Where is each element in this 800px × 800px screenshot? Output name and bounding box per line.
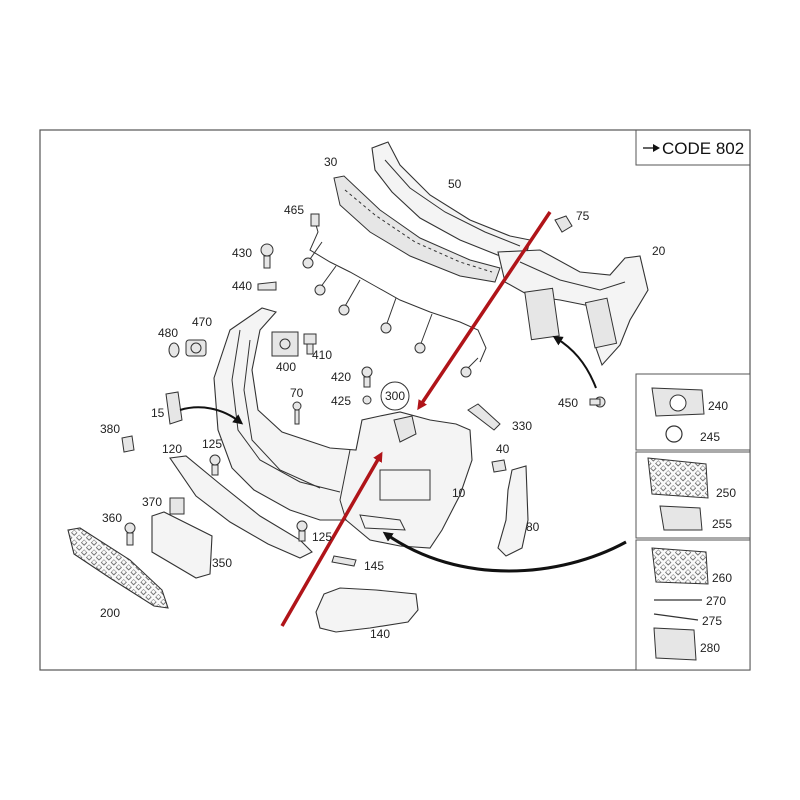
trim-strip-275	[653, 613, 699, 621]
label-410: 410	[312, 348, 332, 362]
label-330: 330	[512, 419, 532, 433]
sensor-bezel-240	[651, 387, 705, 417]
sensor-holder-400	[271, 331, 299, 357]
clip-440	[257, 281, 277, 291]
washer-425	[362, 395, 372, 405]
label-40: 40	[496, 442, 510, 456]
grille-200	[67, 527, 169, 609]
label-10: 10	[452, 486, 466, 500]
label-200: 200	[100, 606, 120, 620]
sensor-ring-245	[665, 425, 683, 443]
bolt-410	[303, 333, 317, 355]
underbody-panel-140	[315, 587, 419, 633]
bolt-360	[124, 522, 136, 546]
side-bracket-80	[497, 465, 529, 557]
label-440: 440	[232, 279, 252, 293]
label-125-lower: 125	[312, 530, 332, 544]
label-280: 280	[700, 641, 720, 655]
label-140: 140	[370, 627, 390, 641]
license-plate-holder-350	[151, 511, 213, 579]
clip-40	[491, 459, 507, 473]
highlight-arrow-down[interactable]	[417, 211, 552, 411]
label-255: 255	[712, 517, 732, 531]
bolt-125-lower	[296, 520, 308, 542]
impact-absorber-strip	[333, 175, 501, 283]
wiring-harness	[302, 213, 487, 378]
label-245: 245	[700, 430, 720, 444]
label-240: 240	[708, 399, 728, 413]
sensor-ring-480	[168, 342, 180, 358]
code-label: CODE 802	[662, 139, 744, 158]
label-250: 250	[716, 486, 736, 500]
label-260: 260	[712, 571, 732, 585]
nut-370	[169, 497, 185, 515]
label-125-upper: 125	[202, 437, 222, 451]
label-480: 480	[158, 326, 178, 340]
beam-crash-box	[524, 287, 560, 341]
label-420: 420	[331, 370, 351, 384]
part-number-labels: 10 15 20 30 40 50 70 75 80 120 125 125 1…	[100, 155, 736, 655]
clip-145	[331, 555, 357, 567]
grille-insert-250	[647, 457, 709, 499]
insert-frame-255	[659, 505, 703, 531]
bolt-450	[589, 396, 606, 408]
label-430: 430	[232, 246, 252, 260]
bumper-cover	[213, 307, 473, 549]
label-50: 50	[448, 177, 462, 191]
pointer-arrow-450	[552, 335, 597, 389]
bolt-70	[292, 401, 302, 425]
highlight-arrow-up[interactable]	[280, 451, 383, 627]
bolt-420	[361, 366, 373, 388]
label-270: 270	[706, 594, 726, 608]
label-20: 20	[652, 244, 666, 258]
label-300: 300	[385, 389, 405, 403]
label-370: 370	[142, 495, 162, 509]
parking-sensor-470	[185, 339, 207, 357]
label-120: 120	[162, 442, 182, 456]
label-80: 80	[526, 520, 540, 534]
bolt-430	[260, 243, 274, 269]
label-15: 15	[151, 406, 165, 420]
label-470: 470	[192, 315, 212, 329]
code-arrow-icon	[643, 144, 660, 152]
lower-spoiler-120	[169, 455, 313, 559]
label-75: 75	[576, 209, 590, 223]
bumper-beam	[497, 249, 649, 367]
label-145: 145	[364, 559, 384, 573]
bolt-125-upper	[209, 454, 221, 476]
clip-380	[121, 435, 135, 453]
trim-330	[467, 403, 501, 431]
beam-crash-box-right	[584, 297, 618, 349]
code-box	[635, 130, 750, 166]
pointer-arrow-15	[179, 406, 244, 425]
tow-hook-cap-300	[380, 381, 417, 443]
pointer-arrow-code-802	[382, 531, 627, 573]
label-360: 360	[102, 511, 122, 525]
label-400: 400	[276, 360, 296, 374]
upper-carrier-beam	[371, 141, 531, 257]
grille-insert-260	[651, 547, 709, 585]
label-380: 380	[100, 422, 120, 436]
insert-frame-280	[653, 627, 697, 661]
label-70: 70	[290, 386, 304, 400]
label-350: 350	[212, 556, 232, 570]
label-275: 275	[702, 614, 722, 628]
bracket-15	[165, 391, 183, 425]
label-450: 450	[558, 396, 578, 410]
label-465: 465	[284, 203, 304, 217]
label-30: 30	[324, 155, 338, 169]
label-425: 425	[331, 394, 351, 408]
clip-75	[554, 215, 573, 233]
